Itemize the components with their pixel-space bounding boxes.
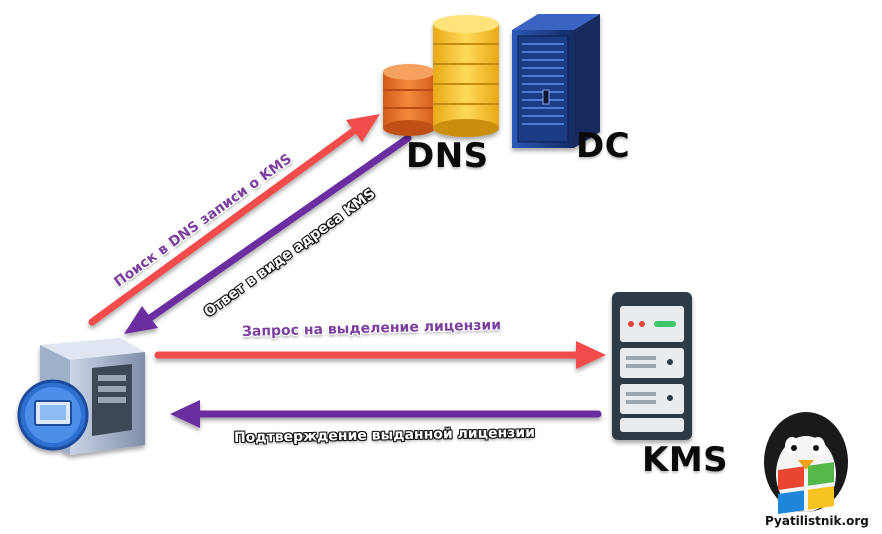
arrow-dns-response xyxy=(124,134,412,334)
dc-rack-icon xyxy=(512,14,600,148)
kms-server-icon xyxy=(612,292,692,440)
arrow-dns-lookup xyxy=(88,114,380,326)
dns-coins-icon xyxy=(383,15,499,137)
kms-label: KMS xyxy=(642,440,729,480)
arrow-license-request xyxy=(154,341,606,369)
watermark: Pyatilistnik.org xyxy=(765,514,869,528)
dc-label: DC xyxy=(576,126,631,166)
client-computer-icon xyxy=(17,338,145,455)
arrow-license-confirm xyxy=(170,400,602,428)
dns-label: DNS xyxy=(406,136,489,176)
penguin-windows-logo-icon xyxy=(764,412,848,514)
